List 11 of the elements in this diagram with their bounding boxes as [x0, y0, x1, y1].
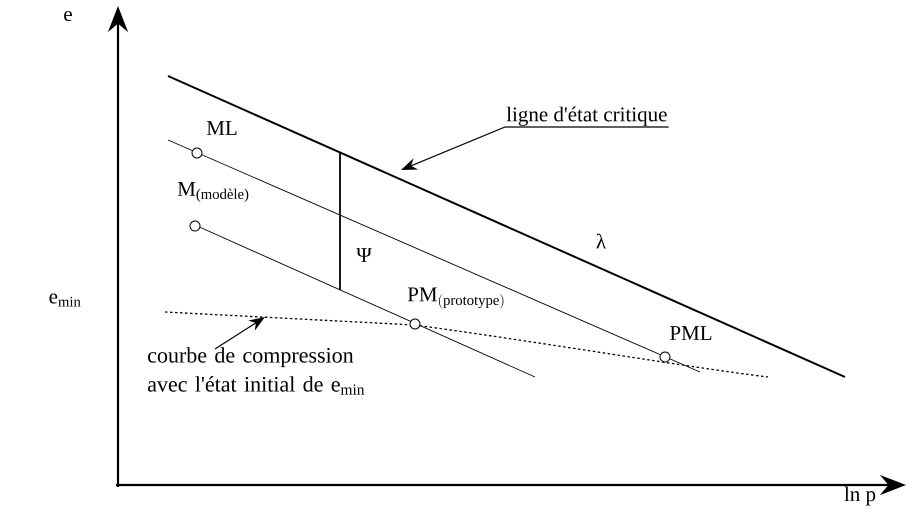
symbol-label: Ψ — [356, 248, 372, 262]
axis-label: ln p — [844, 486, 876, 506]
callout-text: ligne d'état critique — [506, 106, 667, 126]
point-label: M$_{(modèle)}$ — [178, 182, 248, 202]
axis-label: e$_{min}$ — [49, 294, 81, 306]
callout-text: courbe de compression avec l'état initial de e$_{min}$ — [148, 347, 364, 395]
symbol-label: λ — [596, 234, 606, 248]
math-label: e — [64, 10, 72, 22]
point-label: ML — [206, 121, 236, 135]
point-label: PML — [670, 326, 712, 340]
point-label: $\mathrm{PM}_{\mathrm{(prototype)}}$ — [408, 288, 504, 309]
